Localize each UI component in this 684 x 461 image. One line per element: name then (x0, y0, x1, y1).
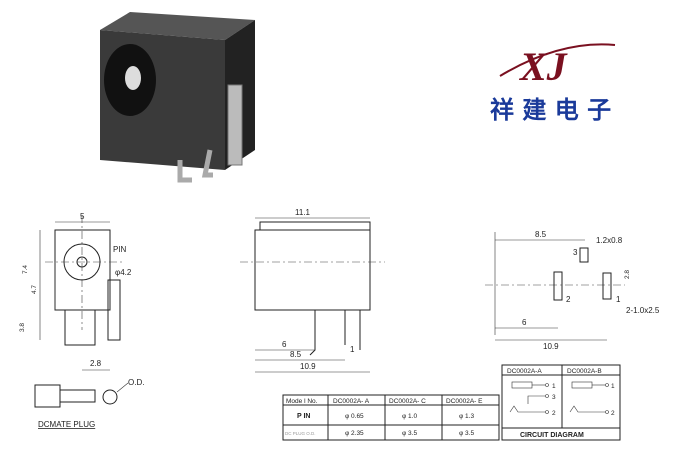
svg-text:φ 1.3: φ 1.3 (459, 413, 474, 420)
svg-text:DC0002A- C: DC0002A- C (389, 398, 426, 405)
svg-text:2: 2 (611, 410, 615, 417)
pcb-layout-view: 8.5 2 3 1 1.2x0.8 2.8 2-1.0x2.5 6 10.9 (485, 230, 660, 351)
svg-text:DCMATE PLUG: DCMATE PLUG (38, 420, 95, 429)
svg-text:6: 6 (522, 318, 527, 327)
svg-text:6: 6 (282, 340, 287, 349)
svg-text:10.9: 10.9 (300, 362, 316, 371)
svg-text:φ4.2: φ4.2 (115, 268, 132, 277)
svg-text:φ 1.0: φ 1.0 (402, 413, 417, 420)
svg-text:DC PLUG O.D.: DC PLUG O.D. (285, 431, 316, 436)
svg-text:XJ: XJ (518, 44, 569, 89)
dc-plug-drawing: O.D. DCMATE PLUG (34, 378, 144, 429)
svg-text:O.D.: O.D. (128, 378, 144, 387)
svg-text:φ 3.5: φ 3.5 (459, 430, 474, 437)
front-view: 5 7.4 4.7 3.8 PIN φ4.2 2.8 (19, 212, 132, 371)
svg-text:3: 3 (552, 394, 556, 401)
svg-text:DC0002A-B: DC0002A-B (567, 368, 602, 375)
product-photo (100, 12, 255, 183)
svg-text:3.8: 3.8 (19, 323, 26, 332)
svg-text:7.4: 7.4 (22, 265, 29, 274)
svg-text:1: 1 (350, 345, 355, 354)
svg-text:2.8: 2.8 (624, 270, 631, 279)
svg-text:2-1.0x2.5: 2-1.0x2.5 (626, 306, 660, 315)
svg-text:3: 3 (573, 248, 578, 257)
svg-text:1: 1 (611, 383, 615, 390)
model-spec-table: Mode l No. DC0002A- A DC0002A- C DC0002A… (282, 394, 500, 441)
circuit-diagram: DC0002A-A DC0002A-B CIRCUIT DIAGRAM 1 3 … (501, 364, 621, 441)
svg-text:8.5: 8.5 (290, 350, 302, 359)
svg-text:PIN: PIN (113, 245, 127, 254)
svg-text:2.8: 2.8 (90, 359, 102, 368)
svg-text:1.2x0.8: 1.2x0.8 (596, 236, 623, 245)
svg-text:1: 1 (616, 295, 621, 304)
svg-text:1: 1 (552, 383, 556, 390)
svg-text:Mode l No.: Mode l No. (286, 398, 318, 405)
svg-text:祥 建 电 子: 祥 建 电 子 (490, 96, 611, 124)
svg-text:φ 0.65: φ 0.65 (345, 413, 364, 420)
svg-text:DC0002A-A: DC0002A-A (507, 368, 542, 375)
svg-text:10.9: 10.9 (543, 342, 559, 351)
svg-text:φ 2.35: φ 2.35 (345, 430, 364, 437)
svg-text:DC0002A- E: DC0002A- E (446, 398, 483, 405)
svg-text:4.7: 4.7 (31, 285, 38, 294)
svg-text:5: 5 (80, 212, 85, 221)
svg-text:11.1: 11.1 (295, 208, 311, 217)
svg-text:2: 2 (566, 295, 571, 304)
svg-text:CIRCUIT DIAGRAM: CIRCUIT DIAGRAM (520, 432, 584, 439)
side-view: 11.1 6 8.5 10.9 1 (240, 208, 385, 373)
svg-text:P IN: P IN (297, 413, 311, 420)
svg-text:2: 2 (552, 410, 556, 417)
svg-text:8.5: 8.5 (535, 230, 547, 239)
svg-text:DC0002A- A: DC0002A- A (333, 398, 370, 405)
company-logo: XJ 祥 建 电 子 (490, 43, 616, 124)
svg-text:φ 3.5: φ 3.5 (402, 430, 417, 437)
